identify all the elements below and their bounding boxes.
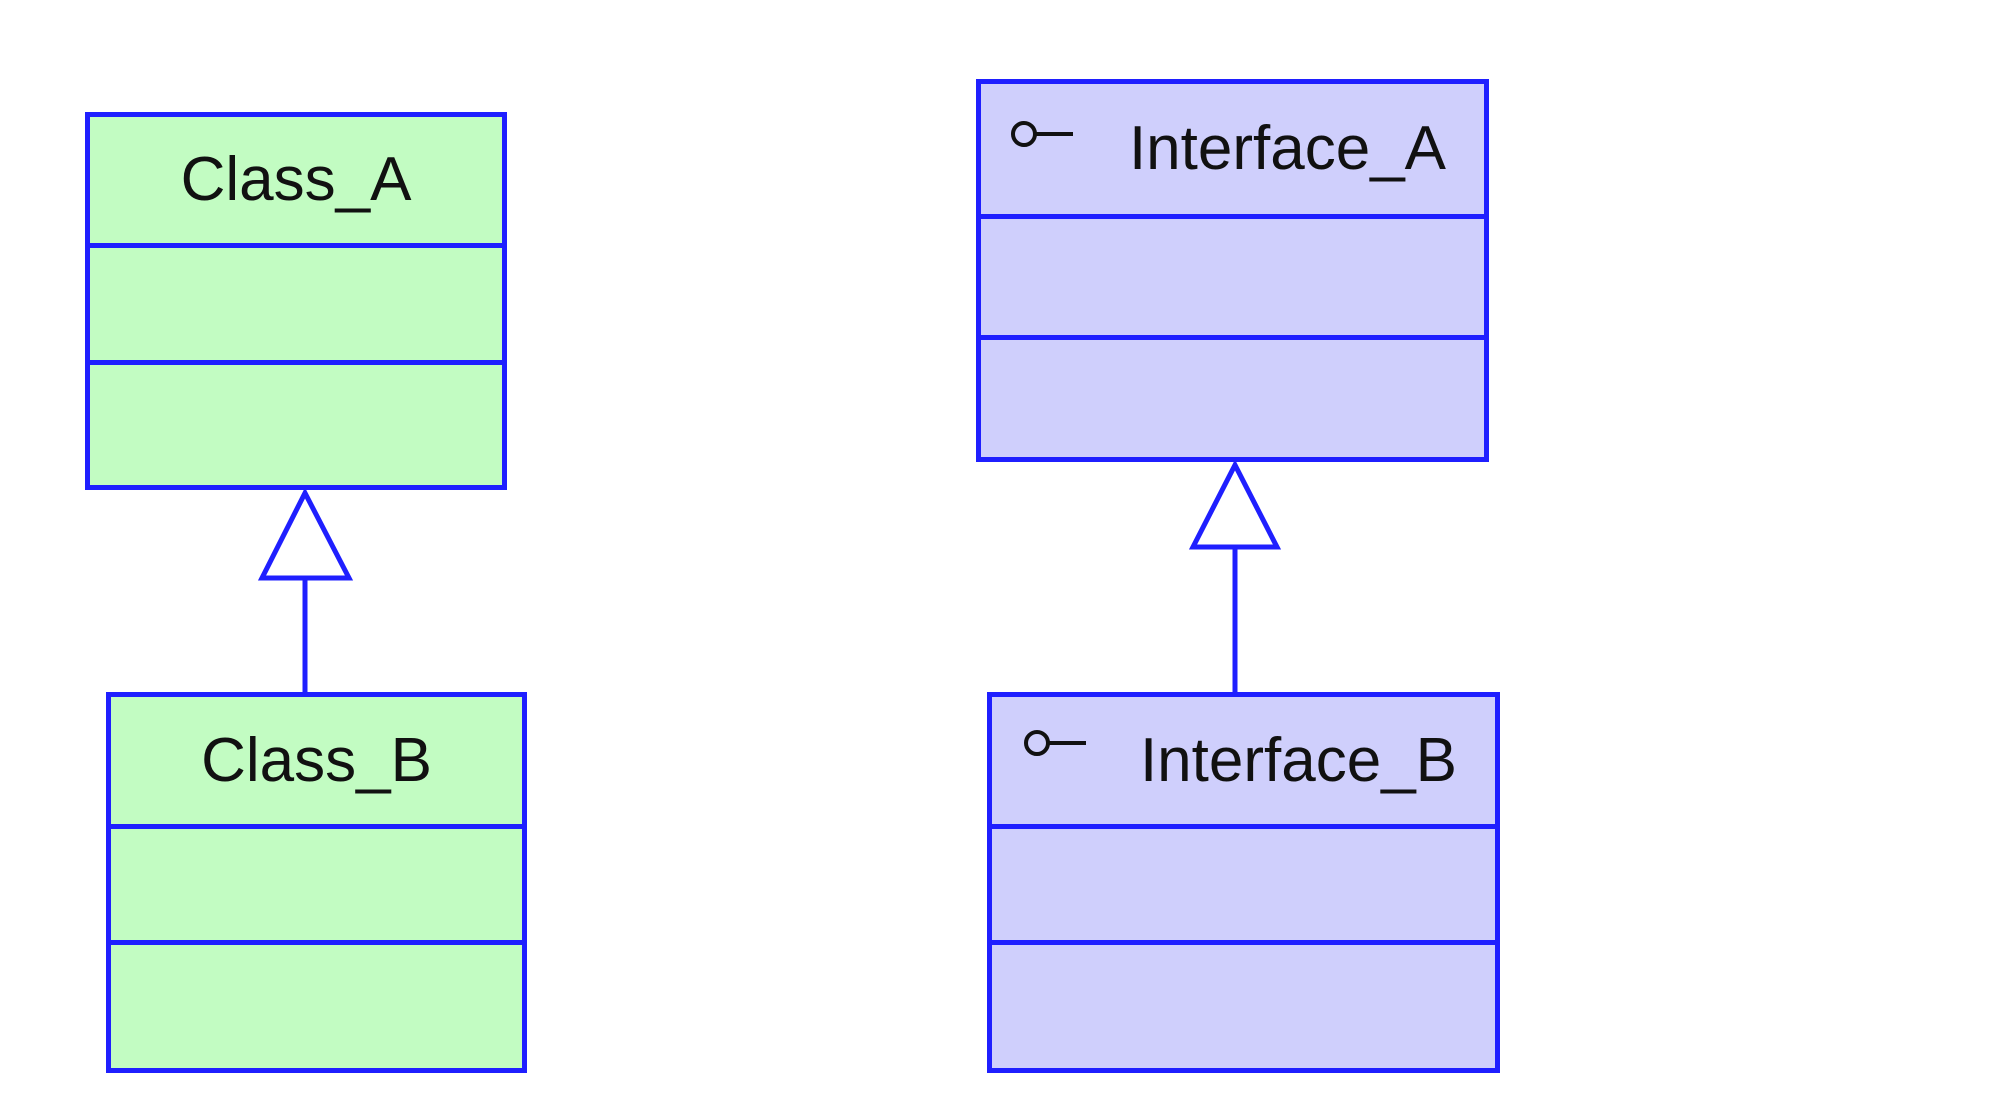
class-a-box[interactable]: Class_A: [85, 112, 507, 490]
interface-b-name-compartment: Interface_B: [992, 697, 1495, 824]
generalization-interface-b-to-interface-a: [1188, 459, 1282, 692]
lollipop-interface-icon: [1011, 121, 1073, 147]
class-b-attributes-compartment: [111, 824, 522, 940]
class-a-operations-compartment: [90, 360, 502, 485]
interface-a-name-compartment: Interface_A: [981, 84, 1484, 214]
interface-b-name: Interface_B: [1139, 725, 1458, 795]
interface-a-name: Interface_A: [1128, 114, 1447, 183]
hollow-triangle-arrowhead-class: [257, 487, 354, 581]
class-b-name-compartment: Class_B: [111, 697, 522, 824]
interface-b-box[interactable]: Interface_B: [987, 692, 1500, 1073]
interface-a-operations-compartment: [981, 335, 1484, 457]
class-a-attributes-compartment: [90, 243, 502, 360]
hollow-triangle-arrowhead-interface: [1188, 459, 1282, 550]
class-b-box[interactable]: Class_B: [106, 692, 527, 1073]
class-b-operations-compartment: [111, 940, 522, 1068]
lollipop-interface-icon: [1024, 730, 1086, 756]
generalization-class-b-to-class-a: [257, 487, 354, 692]
class-a-name-compartment: Class_A: [90, 117, 502, 243]
interface-a-attributes-compartment: [981, 214, 1484, 335]
interface-a-box[interactable]: Interface_A: [976, 79, 1489, 462]
interface-b-attributes-compartment: [992, 824, 1495, 940]
class-b-name: Class_B: [201, 725, 432, 795]
interface-b-operations-compartment: [992, 940, 1495, 1068]
class-a-name: Class_A: [180, 145, 412, 214]
